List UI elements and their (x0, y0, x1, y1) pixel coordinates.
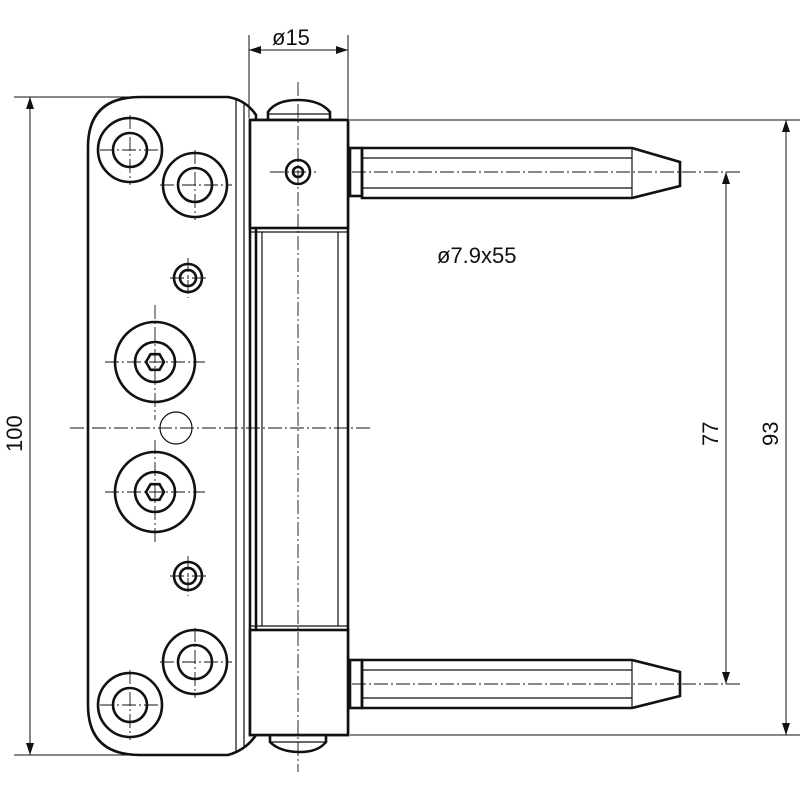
dimension-bolt-spacing (722, 172, 730, 684)
pin-diameter-label: ø15 (272, 25, 310, 50)
dimension-overall-height (14, 96, 140, 756)
hinge-leaf-plate (86, 95, 258, 757)
adjustment-bolt-top (348, 146, 682, 200)
overall-height-label: 100 (2, 415, 27, 452)
dimension-pin-diameter (248, 35, 349, 118)
dimension-barrel-height (350, 119, 800, 736)
bolt-spacing-label: 77 (698, 422, 723, 446)
hinge-barrel (248, 98, 350, 754)
center-lines (70, 82, 740, 772)
barrel-height-label: 93 (758, 422, 783, 446)
bolt-spec-label: ø7.9x55 (437, 243, 517, 268)
